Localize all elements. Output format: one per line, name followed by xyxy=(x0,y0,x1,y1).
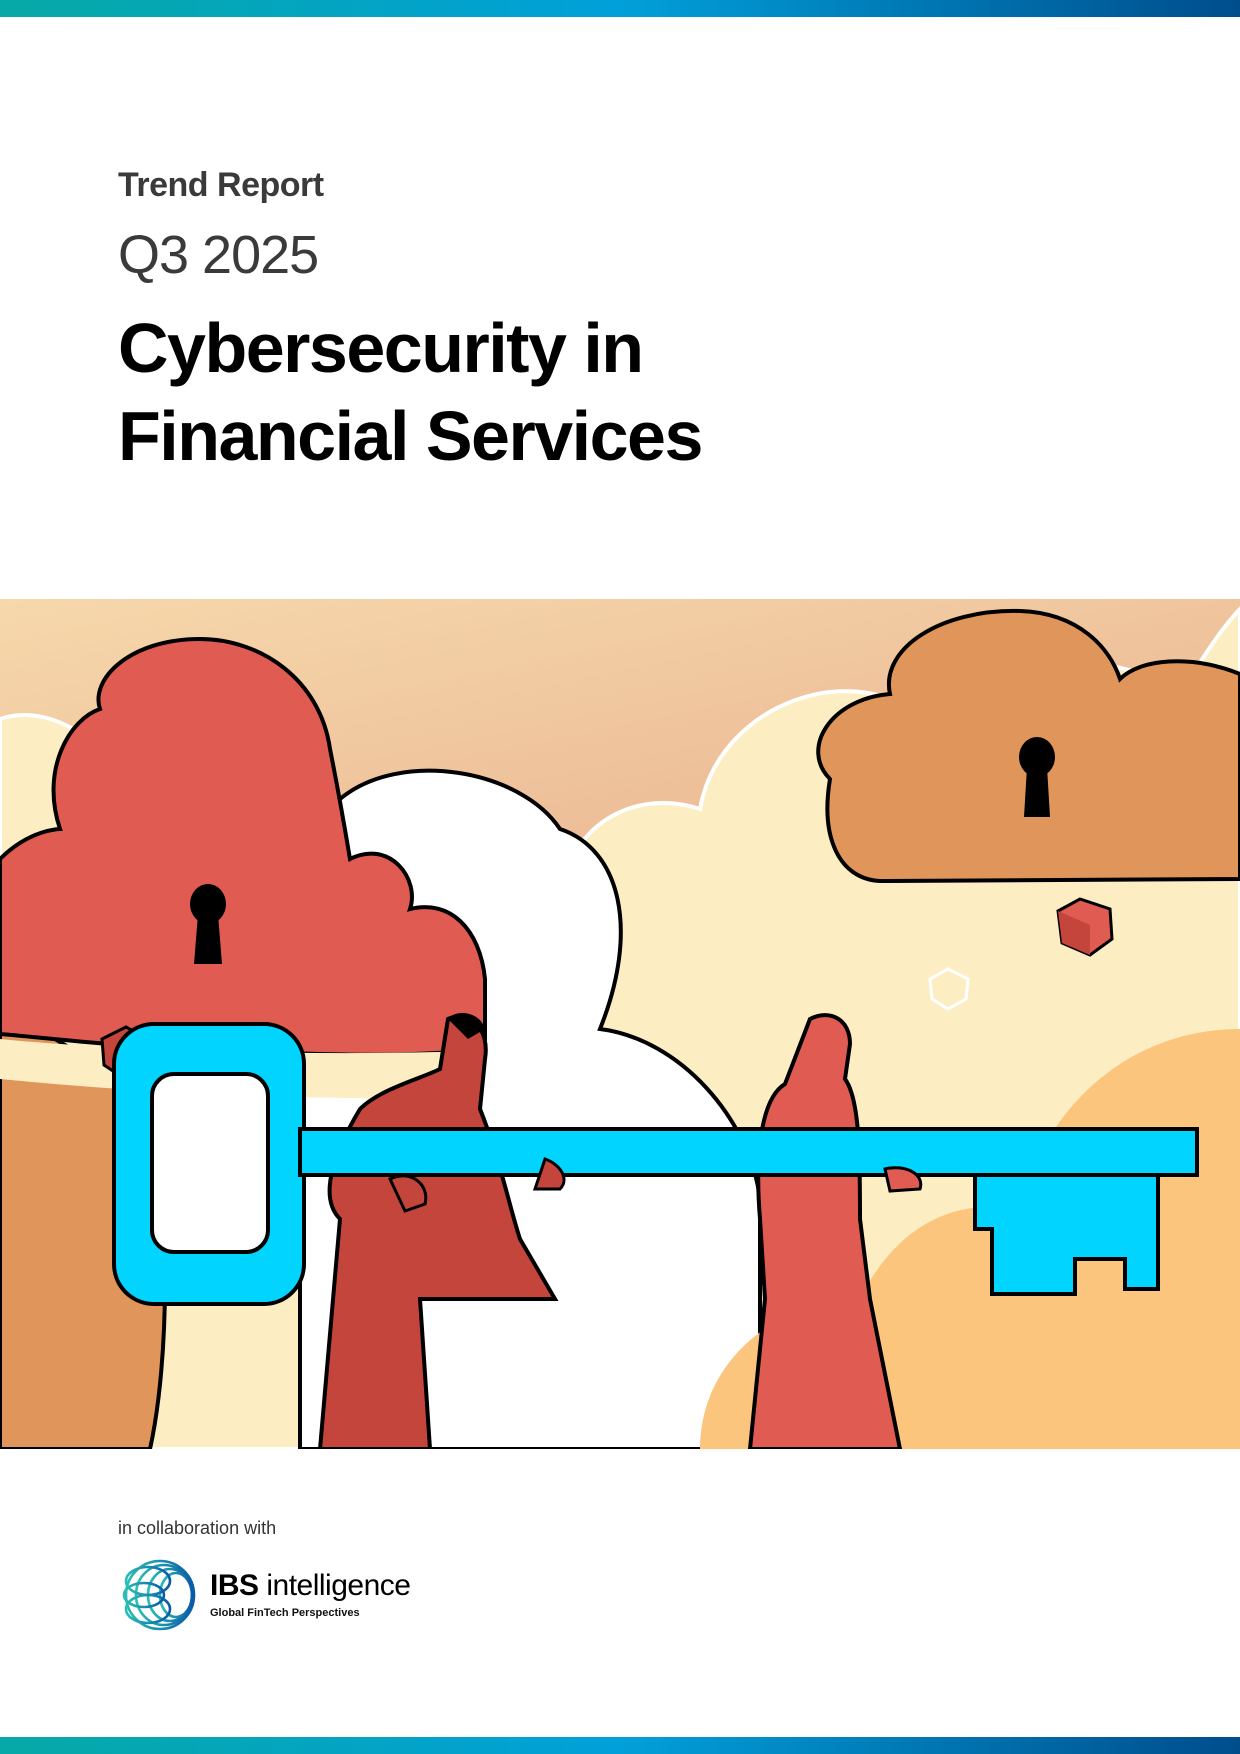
title-line-2: Financial Services xyxy=(118,397,703,475)
key-icon xyxy=(112,1022,1199,1306)
top-gradient-bar xyxy=(0,0,1240,17)
partner-logo: IBS intelligence Global FinTech Perspect… xyxy=(118,1555,411,1635)
collaboration-label: in collaboration with xyxy=(118,1518,277,1538)
cloud-lock-icon xyxy=(816,608,1240,884)
title-line-1: Cybersecurity in xyxy=(118,309,644,387)
report-period: Q3 2025 xyxy=(118,225,319,285)
partner-tagline: Global FinTech Perspectives xyxy=(210,1607,360,1619)
cube-icon xyxy=(928,967,970,1011)
globe-icon xyxy=(122,1559,196,1631)
partner-name: IBS intelligence xyxy=(210,1569,411,1602)
figure-left xyxy=(317,1014,559,1449)
report-title: Cybersecurity in Financial Services xyxy=(118,304,703,480)
cover-header: Trend Report Q3 2025 Cybersecurity in Fi… xyxy=(118,166,703,480)
bottom-gradient-bar xyxy=(0,1737,1240,1754)
cover-illustration xyxy=(0,599,1240,1449)
cube-icon xyxy=(1056,897,1114,957)
report-type: Trend Report xyxy=(118,166,324,204)
